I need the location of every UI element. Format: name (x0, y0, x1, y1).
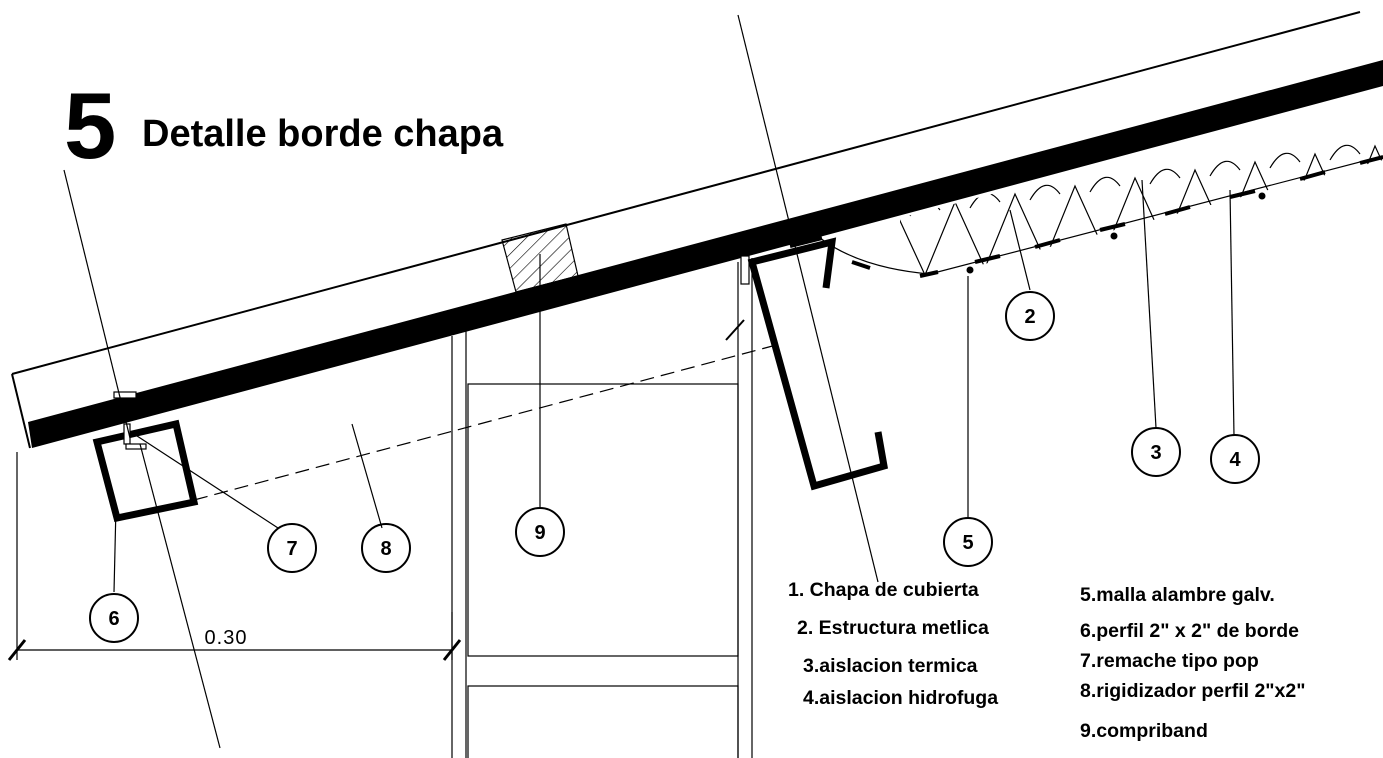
dimension: 0.30 (7, 452, 462, 661)
detail-title-text: Detalle borde chapa (142, 113, 504, 155)
svg-text:4: 4 (1229, 449, 1241, 471)
callout-9: 9 (515, 507, 565, 557)
legend-item: 4.aislacion hidrofuga (803, 687, 998, 709)
svg-text:9: 9 (534, 522, 545, 544)
c-section-profile (747, 237, 888, 491)
callout-8: 8 (361, 523, 411, 573)
legend-item: 7.remache tipo pop (1080, 650, 1259, 672)
roof-sheet-thick-band (28, 60, 1383, 448)
legend-item: 6.perfil 2" x 2" de borde (1080, 620, 1299, 642)
wall-structure (451, 258, 753, 758)
insulation-pattern (900, 144, 1383, 277)
svg-text:2: 2 (1024, 306, 1035, 328)
legend-right: 5.malla alambre galv. 6.perfil 2" x 2" d… (1080, 584, 1305, 742)
legend-item: 2. Estructura metlica (797, 617, 989, 639)
callout-4: 4 (1210, 434, 1260, 484)
dimension-label: 0.30 (205, 627, 248, 649)
legend-item: 9.compriband (1080, 720, 1208, 742)
callout-7: 7 (267, 523, 317, 573)
flashing (725, 255, 750, 341)
waterproofing-strips (789, 155, 1383, 278)
mesh-wire-dot (1110, 232, 1118, 240)
legend-left: 1. Chapa de cubierta 2. Estructura metli… (788, 579, 998, 709)
detail-number: 5 (64, 73, 116, 178)
mesh-wire-dot (966, 266, 974, 274)
legend-item: 3.aislacion termica (803, 655, 978, 677)
svg-text:7: 7 (286, 538, 297, 560)
legend-item: 5.malla alambre galv. (1080, 584, 1275, 606)
mesh-wire-dot (1258, 192, 1266, 200)
callout-3: 3 (1131, 427, 1181, 477)
callout-6: 6 (89, 593, 139, 643)
callout-5: 5 (943, 517, 993, 567)
callout-2: 2 (1005, 291, 1055, 341)
svg-text:8: 8 (380, 538, 391, 560)
svg-text:5: 5 (962, 532, 973, 554)
roof-sheet (11, 11, 1383, 449)
stiffener-line (193, 343, 781, 501)
detail-title: 5 Detalle borde chapa (64, 73, 504, 178)
svg-text:3: 3 (1150, 442, 1161, 464)
edge-profile-tube (92, 419, 199, 523)
legend-item: 8.rigidizador perfil 2"x2" (1080, 680, 1305, 702)
svg-text:6: 6 (108, 608, 119, 630)
leader-lines (63, 14, 1235, 749)
legend-item: 1. Chapa de cubierta (788, 579, 979, 601)
